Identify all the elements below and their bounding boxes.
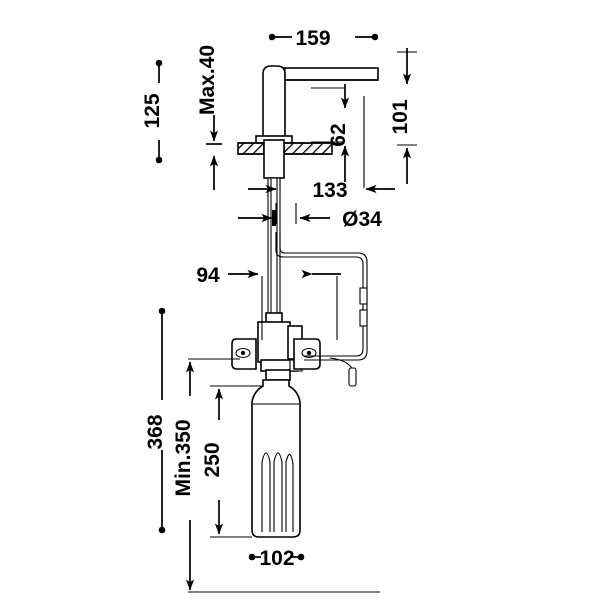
dim-label-159: 159 (295, 27, 330, 50)
dim-label-max40: Max.40 (196, 45, 219, 115)
dim-label-102: 102 (259, 547, 294, 570)
dim-label-62: 62 (327, 123, 350, 146)
dim-label-94: 94 (196, 264, 220, 287)
dim-counter-thickness-max40: Max.40 (196, 45, 222, 190)
dim-offset-94: 94 (196, 264, 341, 340)
dim-label-125: 125 (141, 93, 164, 128)
mounting-bracket (231, 338, 321, 370)
dim-spout-height-62: 62 (311, 84, 350, 182)
dim-label-101: 101 (389, 99, 412, 134)
dim-min-depth-350: Min.350 (172, 358, 380, 593)
countertop-hatched (237, 142, 333, 155)
dim-hole-diameter-34: Ø34 (238, 203, 382, 231)
dim-bottle-height-250: 250 (201, 385, 262, 538)
dim-height-125: 125 (141, 59, 164, 164)
dim-bottle-width-102: 102 (248, 547, 305, 570)
dim-body-height-101: 101 (389, 48, 417, 184)
dim-total-depth-368: 368 (144, 307, 167, 534)
dim-label-min350: Min.350 (172, 419, 195, 496)
dim-label-250: 250 (201, 442, 224, 477)
electrical-cable (275, 232, 368, 387)
dim-label-133: 133 (312, 179, 347, 202)
dim-spout-reach-159: 159 (268, 27, 379, 50)
dim-label-368: 368 (144, 414, 167, 449)
dim-label-d34: Ø34 (342, 208, 382, 231)
soap-bottle (251, 379, 301, 538)
supply-tube (267, 177, 281, 319)
faucet-body-cylinder (262, 65, 286, 141)
cable-connector (348, 367, 357, 387)
dim-shank-length-133: 133 (248, 96, 395, 202)
faucet-spout (282, 67, 379, 81)
